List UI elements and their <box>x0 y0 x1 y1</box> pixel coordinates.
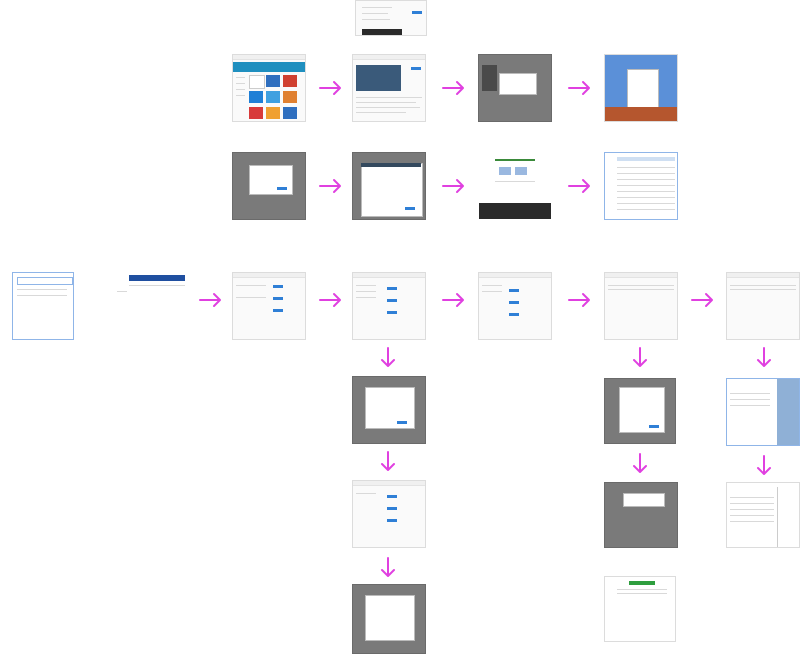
screenshot-video-modal <box>478 54 552 122</box>
screenshot-aws-homepage <box>232 54 306 122</box>
screenshot-table-doc <box>604 152 678 220</box>
screenshot-form-2b <box>352 480 426 548</box>
screenshot-video-page <box>352 54 426 122</box>
screenshot-form-1 <box>232 272 306 340</box>
screenshot-form-2-modal <box>352 376 426 444</box>
screenshot-form-2 <box>352 272 426 340</box>
screenshot-dark-modal-2 <box>352 152 426 220</box>
screenshot-table-1-dialog <box>604 482 678 548</box>
screenshot-form-2-modal-b <box>352 584 426 654</box>
screenshot-top-partial <box>355 0 427 36</box>
screenshot-table-2-text <box>726 482 800 548</box>
screenshot-table-1-green <box>604 576 676 642</box>
screenshot-welcome-page <box>604 54 678 122</box>
screenshot-table-1 <box>604 272 678 340</box>
screenshot-table-2-detail <box>726 378 800 446</box>
screenshot-dark-modal-1 <box>232 152 306 220</box>
screenshot-blue-header <box>114 272 186 300</box>
screenshot-product-page <box>478 152 552 220</box>
screenshot-small-left <box>12 272 74 340</box>
screenshot-form-3 <box>478 272 552 340</box>
screenshot-table-1-modal <box>604 378 676 444</box>
